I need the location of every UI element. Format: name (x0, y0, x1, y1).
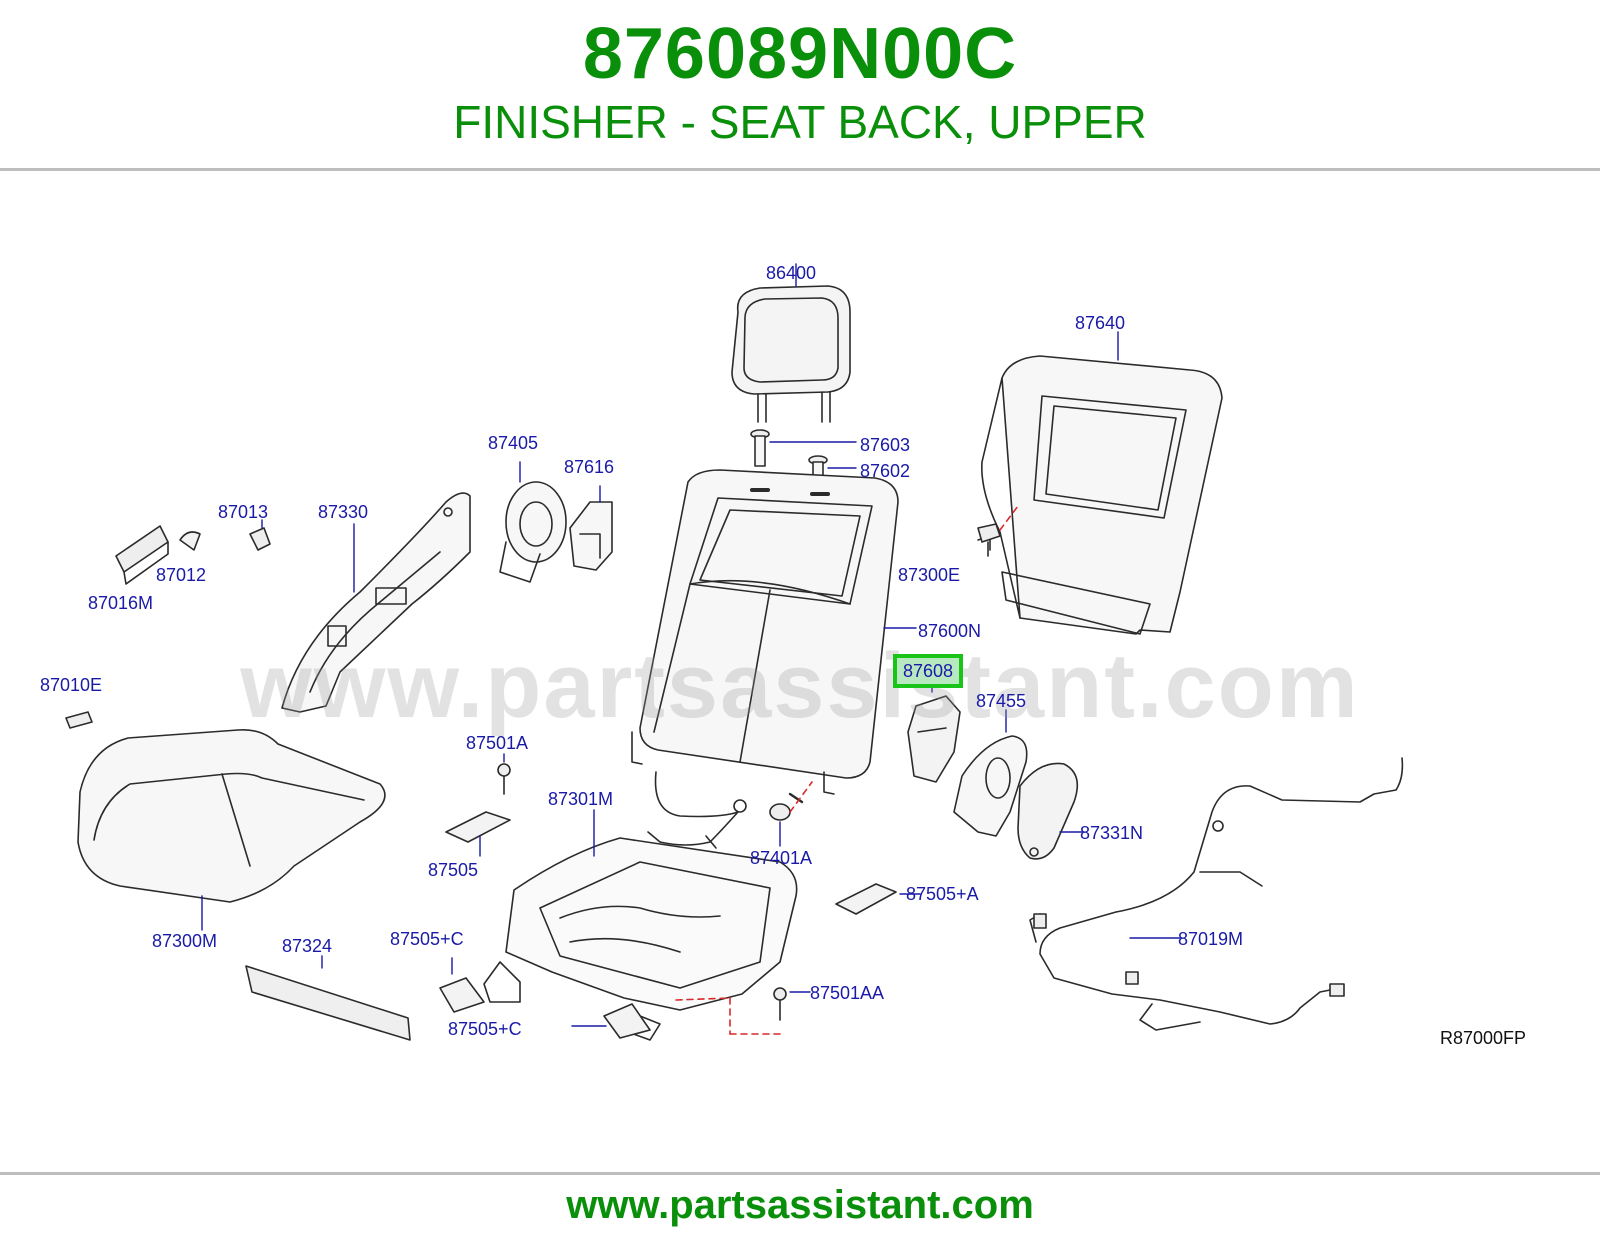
part-87616 (569, 501, 613, 571)
diagram-reference-code: R87000FP (1440, 1028, 1527, 1048)
label-87012[interactable]: 87012 (156, 565, 207, 585)
label-87010e[interactable]: 87010E (40, 675, 103, 695)
label-87330[interactable]: 87330 (318, 502, 369, 522)
seat-back-harness (647, 771, 813, 849)
back-clip (977, 505, 1019, 557)
footer-url[interactable]: www.partsassistant.com (566, 1183, 1034, 1227)
cover-87331n (1017, 762, 1079, 860)
label-87016m[interactable]: 87016M (88, 593, 154, 613)
part-87405 (499, 481, 567, 583)
label-87331n[interactable]: 87331N (1080, 823, 1144, 843)
label-87505c-lower[interactable]: 87505+C (448, 1019, 522, 1039)
label-87640[interactable]: 87640 (1075, 313, 1126, 333)
label-87501aa[interactable]: 87501AA (810, 983, 885, 1003)
label-87501a[interactable]: 87501A (466, 733, 529, 753)
label-87401a[interactable]: 87401A (750, 848, 813, 868)
label-87505[interactable]: 87505 (428, 860, 479, 880)
label-87405[interactable]: 87405 (488, 433, 539, 453)
headrest-part (731, 285, 851, 423)
label-87013[interactable]: 87013 (218, 502, 269, 522)
exploded-parts-diagram: www.partsassistant.com 86400 87640 87603… (0, 172, 1600, 1170)
label-87505c-upper[interactable]: 87505+C (390, 929, 464, 949)
header-divider (0, 168, 1600, 171)
brackets-87505 (439, 811, 897, 1039)
bolts (497, 763, 787, 1021)
label-87505a[interactable]: 87505+A (906, 884, 979, 904)
seat-cushion-part (77, 728, 386, 903)
label-87019m[interactable]: 87019M (1178, 929, 1244, 949)
trim-87324 (245, 965, 411, 1041)
label-87603[interactable]: 87603 (860, 435, 911, 455)
part-87455 (953, 735, 1028, 837)
label-87600n[interactable]: 87600N (918, 621, 982, 641)
seat-back-part (631, 469, 899, 795)
seat-back-board (977, 355, 1223, 635)
footer-divider (0, 1172, 1600, 1175)
leader-lines (201, 263, 1181, 1027)
diagram-drawing (65, 263, 1404, 1041)
seat-harness-87019m (1029, 757, 1404, 1031)
label-87300m[interactable]: 87300M (152, 931, 218, 951)
label-87602[interactable]: 87602 (860, 461, 911, 481)
recliner-cover-part (281, 492, 471, 713)
part-number: 876089N00C (582, 14, 1018, 94)
label-87616[interactable]: 87616 (564, 457, 615, 477)
cap-87010e (65, 711, 93, 729)
label-87301m[interactable]: 87301M (548, 789, 614, 809)
finisher-87608 (907, 695, 961, 783)
label-86400[interactable]: 86400 (766, 263, 817, 283)
label-87300e[interactable]: 87300E (898, 565, 961, 585)
label-87608-highlighted[interactable]: 87608 (893, 654, 964, 688)
page-header: 876089N00C FINISHER - SEAT BACK, UPPER (0, 0, 1600, 170)
label-87455[interactable]: 87455 (976, 691, 1027, 711)
label-87324[interactable]: 87324 (282, 936, 333, 956)
switch-parts (115, 525, 271, 585)
part-title: FINISHER - SEAT BACK, UPPER (453, 96, 1147, 148)
